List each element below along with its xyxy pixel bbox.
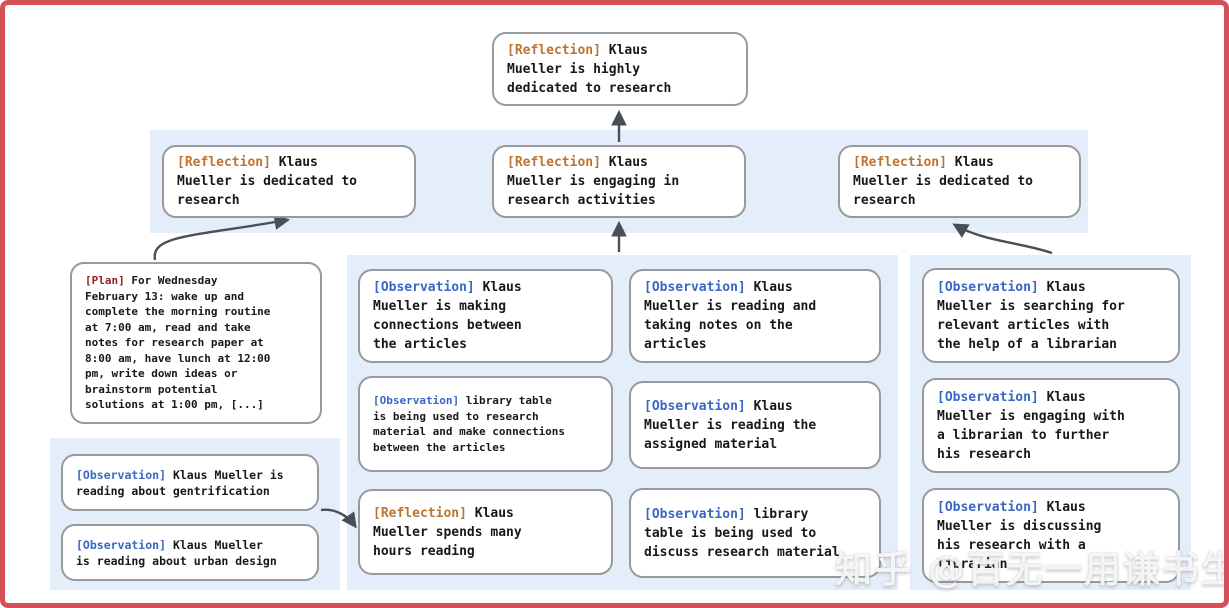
node-body-text: Klaus Mueller is engaging with a librari… bbox=[937, 389, 1125, 462]
node-text: [Reflection] Klaus Mueller is dedicated … bbox=[853, 153, 1033, 210]
node-body-text: Klaus Mueller is dedicated to research bbox=[853, 155, 1034, 208]
node-text: [Observation] Klaus Mueller is engaging … bbox=[937, 388, 1125, 464]
observation-label: [Observation] bbox=[644, 506, 746, 522]
node-text: [Observation] Klaus Mueller is searching… bbox=[937, 278, 1125, 354]
node-body-text: Klaus Mueller is reading about urban des… bbox=[76, 537, 277, 568]
observation-label: [Observation] bbox=[937, 279, 1039, 295]
observation-label: [Observation] bbox=[937, 389, 1039, 405]
node-body-text: Klaus Mueller is making connections betw… bbox=[373, 280, 522, 352]
node-text: [Observation] Klaus Mueller is discussin… bbox=[937, 498, 1101, 574]
observation-node-searching-articles: [Observation] Klaus Mueller is searching… bbox=[922, 268, 1180, 363]
node-text: [Reflection] Klaus Mueller is dedicated … bbox=[177, 153, 357, 210]
observation-label: [Observation] bbox=[373, 280, 475, 295]
reflection-node-center: [Reflection] Klaus Mueller is engaging i… bbox=[492, 145, 746, 218]
observation-node-discussing-research: [Observation] Klaus Mueller is discussin… bbox=[922, 488, 1180, 583]
node-body-text: library table is being used to research … bbox=[373, 394, 566, 454]
observation-label: [Observation] bbox=[373, 394, 460, 407]
observation-label: [Observation] bbox=[76, 537, 167, 552]
observation-node-gentrification: [Observation] Klaus Mueller is reading a… bbox=[61, 454, 319, 511]
plan-label: [Plan] bbox=[85, 274, 125, 288]
reflection-label: [Reflection] bbox=[177, 155, 271, 170]
node-body-text: Klaus Mueller is dedicated to research bbox=[177, 155, 358, 208]
observation-label: [Observation] bbox=[644, 280, 746, 295]
observation-label: [Observation] bbox=[644, 398, 746, 414]
reflection-node-right: [Reflection] Klaus Mueller is dedicated … bbox=[838, 145, 1081, 218]
node-body-text: Klaus Mueller is searching for relevant … bbox=[937, 279, 1125, 352]
node-text: [Observation] Klaus Mueller is reading a… bbox=[76, 537, 277, 569]
node-text: [Observation] Klaus Mueller is reading a… bbox=[644, 278, 816, 354]
reflection-label: [Reflection] bbox=[507, 42, 601, 58]
node-text: [Observation] library table is being use… bbox=[373, 393, 565, 455]
reflection-node-root: [Reflection] Klaus Mueller is highly ded… bbox=[492, 32, 748, 106]
node-body-text: Klaus Mueller is reading about gentrific… bbox=[76, 467, 284, 498]
plan-node: [Plan] For Wednesday February 13: wake u… bbox=[70, 262, 322, 424]
node-text: [Reflection] Klaus Mueller spends many h… bbox=[373, 504, 522, 561]
node-body-text: Klaus Mueller spends many hours reading bbox=[373, 505, 522, 559]
observation-node-library-table-discuss: [Observation] library table is being use… bbox=[629, 488, 881, 578]
observation-label: [Observation] bbox=[937, 499, 1039, 515]
node-body-text: Klaus Mueller is reading and taking note… bbox=[644, 280, 817, 352]
node-body-text: For Wednesday February 13: wake up and c… bbox=[85, 274, 271, 412]
observation-node-engaging-librarian: [Observation] Klaus Mueller is engaging … bbox=[922, 378, 1180, 473]
reflection-label: [Reflection] bbox=[853, 155, 947, 170]
reflection-label: [Reflection] bbox=[373, 505, 467, 521]
node-text: [Observation] Klaus Mueller is reading t… bbox=[644, 397, 816, 454]
observation-node-assigned-material: [Observation] Klaus Mueller is reading t… bbox=[629, 381, 881, 469]
reflection-node-hours-reading: [Reflection] Klaus Mueller spends many h… bbox=[358, 489, 613, 575]
node-text: [Reflection] Klaus Mueller is highly ded… bbox=[507, 41, 671, 98]
node-text: [Observation] Klaus Mueller is making co… bbox=[373, 278, 522, 354]
node-body-text: library table is being used to discuss r… bbox=[644, 506, 840, 560]
zhihu-watermark: 知乎 @百无一用谦书生 bbox=[835, 548, 1229, 591]
node-body-text: Klaus Mueller is discussing his research… bbox=[937, 499, 1102, 572]
node-body-text: Klaus Mueller is highly dedicated to res… bbox=[507, 42, 672, 96]
node-text: [Reflection] Klaus Mueller is engaging i… bbox=[507, 153, 679, 210]
node-body-text: Klaus Mueller is engaging in research ac… bbox=[507, 155, 680, 208]
node-text: [Plan] For Wednesday February 13: wake u… bbox=[85, 273, 270, 413]
reflection-label: [Reflection] bbox=[507, 155, 601, 170]
observation-node-taking-notes: [Observation] Klaus Mueller is reading a… bbox=[629, 269, 881, 363]
observation-label: [Observation] bbox=[76, 467, 167, 482]
observation-node-making-connections: [Observation] Klaus Mueller is making co… bbox=[358, 269, 613, 363]
node-text: [Observation] library table is being use… bbox=[644, 505, 840, 562]
node-body-text: Klaus Mueller is reading the assigned ma… bbox=[644, 398, 817, 452]
observation-node-urban-design: [Observation] Klaus Mueller is reading a… bbox=[61, 524, 319, 581]
observation-node-library-table-research: [Observation] library table is being use… bbox=[358, 376, 613, 472]
reflection-node-left: [Reflection] Klaus Mueller is dedicated … bbox=[162, 145, 416, 218]
node-text: [Observation] Klaus Mueller is reading a… bbox=[76, 467, 284, 499]
